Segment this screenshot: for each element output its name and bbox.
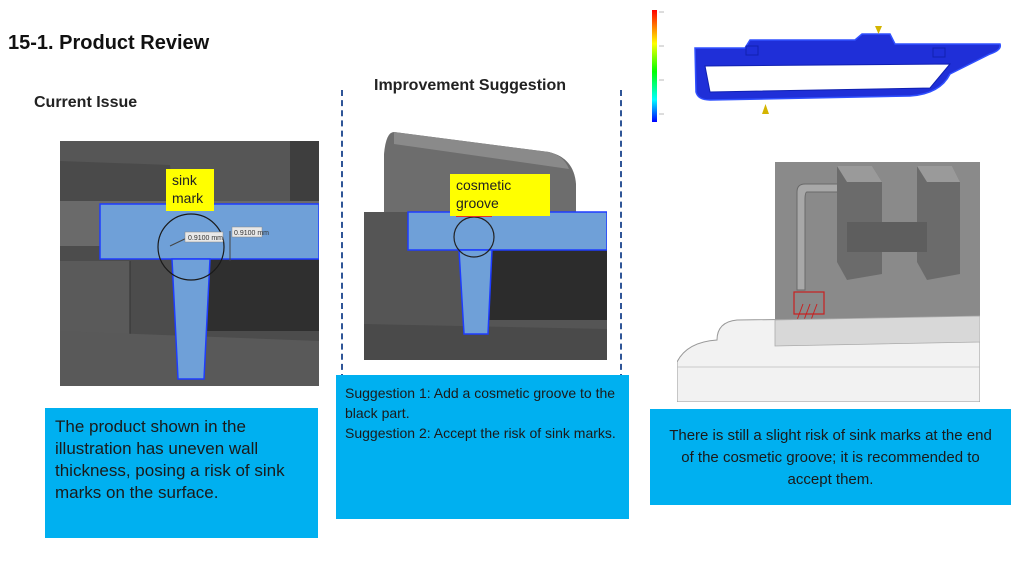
marker-top-icon bbox=[875, 26, 882, 34]
current-issue-image: 0.9100 mm 0.9100 mm bbox=[60, 141, 319, 386]
suggestion-2: Suggestion 2: Accept the risk of sink ma… bbox=[345, 425, 616, 441]
simulation-result-image bbox=[650, 4, 1010, 144]
color-scale-bar bbox=[652, 10, 657, 122]
divider-right bbox=[620, 90, 622, 380]
measure-label-2: 0.9100 mm bbox=[234, 230, 269, 237]
sink-mark-callout: sink mark bbox=[166, 169, 214, 211]
measure-label-1: 0.9100 mm bbox=[188, 235, 223, 242]
suggestion-1: Suggestion 1: Add a cosmetic groove to t… bbox=[345, 385, 616, 421]
improvement-image bbox=[364, 124, 607, 360]
cosmetic-groove-callout: cosmetic groove bbox=[450, 174, 550, 216]
marker-bottom-icon bbox=[762, 104, 769, 114]
current-issue-heading: Current Issue bbox=[34, 94, 138, 111]
current-issue-textbox: The product shown in the illustration ha… bbox=[45, 408, 318, 538]
improvement-textbox: Suggestion 1: Add a cosmetic groove to t… bbox=[336, 375, 629, 519]
page-title: 15-1. Product Review bbox=[8, 32, 210, 54]
analysis-textbox: There is still a slight risk of sink mar… bbox=[650, 409, 1011, 505]
improvement-heading: Improvement Suggestion bbox=[374, 77, 567, 94]
divider-left bbox=[341, 90, 343, 380]
groove-detail-image bbox=[677, 162, 980, 402]
